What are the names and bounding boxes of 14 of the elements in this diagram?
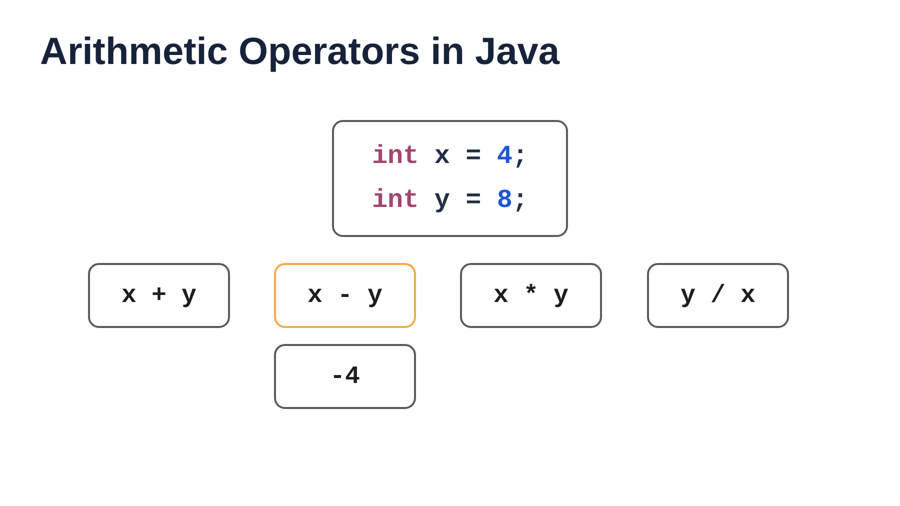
expression: x * y: [493, 280, 568, 310]
result-box: [274, 344, 416, 409]
code-line: int x = 4;: [372, 141, 528, 172]
code-line: int y = 8;: [372, 184, 528, 216]
expression-box: [88, 263, 230, 328]
expression: y / x: [680, 280, 756, 310]
code-box: [332, 120, 568, 237]
expression-box: [274, 263, 416, 328]
expression: x + y: [121, 280, 196, 310]
result-value: -4: [330, 362, 360, 392]
expression-box: [647, 263, 789, 328]
expression: x - y: [307, 280, 382, 310]
title: Arithmetic Operators in Java: [40, 30, 560, 75]
expression-box: [460, 263, 602, 328]
